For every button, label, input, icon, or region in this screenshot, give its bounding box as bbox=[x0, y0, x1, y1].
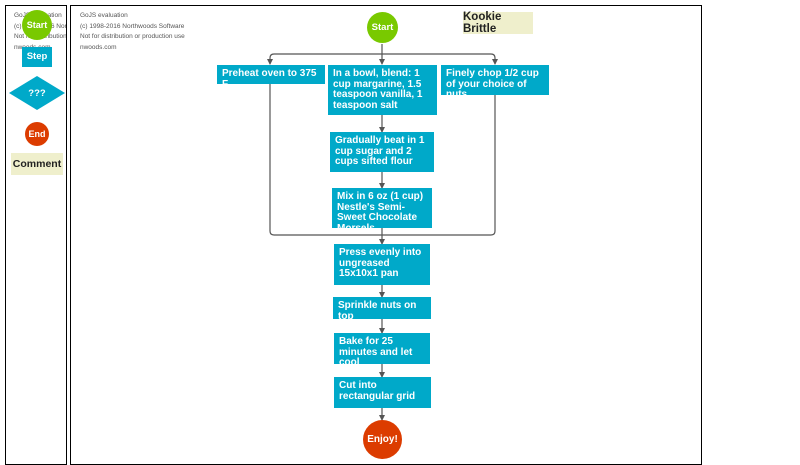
end-node[interactable]: Enjoy! bbox=[363, 420, 402, 459]
step-beat[interactable]: Gradually beat in 1 cup sugar and 2 cups… bbox=[330, 132, 434, 172]
palette-decision-label: ??? bbox=[28, 87, 46, 99]
step-press[interactable]: Press evenly into ungreased 15x10x1 pan bbox=[334, 244, 430, 285]
step-mix[interactable]: Mix in 6 oz (1 cup) Nestle's Semi-Sweet … bbox=[332, 188, 432, 228]
decision-diamond-icon bbox=[9, 76, 65, 110]
palette-end-node[interactable]: End bbox=[25, 122, 49, 146]
step-cut[interactable]: Cut into rectangular grid bbox=[334, 377, 431, 408]
step-blend[interactable]: In a bowl, blend: 1 cup margarine, 1.5 t… bbox=[328, 65, 437, 115]
link-start-chop bbox=[382, 53, 498, 65]
step-sprinkle[interactable]: Sprinkle nuts on top bbox=[333, 297, 431, 319]
diagram-canvas[interactable]: GoJS evaluation (c) 1998-2016 Northwoods… bbox=[70, 5, 702, 465]
palette-start-node[interactable]: Start bbox=[22, 10, 52, 40]
link-preheat-press bbox=[269, 84, 382, 236]
step-chop[interactable]: Finely chop 1/2 cup of your choice of nu… bbox=[441, 65, 549, 95]
palette-panel: GoJS evaluation (c) 1998-2016 Northwoods… bbox=[5, 5, 67, 465]
step-preheat[interactable]: Preheat oven to 375 F bbox=[217, 65, 325, 84]
step-bake[interactable]: Bake for 25 minutes and let cool bbox=[334, 333, 430, 364]
diagram-title-comment[interactable]: Kookie Brittle bbox=[463, 11, 533, 35]
palette-step-node[interactable]: Step bbox=[22, 47, 52, 67]
link-start-preheat bbox=[267, 53, 382, 65]
diagram-links bbox=[267, 44, 498, 421]
start-node[interactable]: Start bbox=[367, 12, 398, 43]
watermark-text: GoJS evaluation (c) 1998-2016 Northwoods… bbox=[80, 12, 185, 51]
palette-comment-node[interactable]: Comment bbox=[11, 153, 63, 175]
link-chop-press bbox=[382, 95, 496, 236]
palette-decision-node[interactable]: ??? bbox=[9, 76, 65, 110]
